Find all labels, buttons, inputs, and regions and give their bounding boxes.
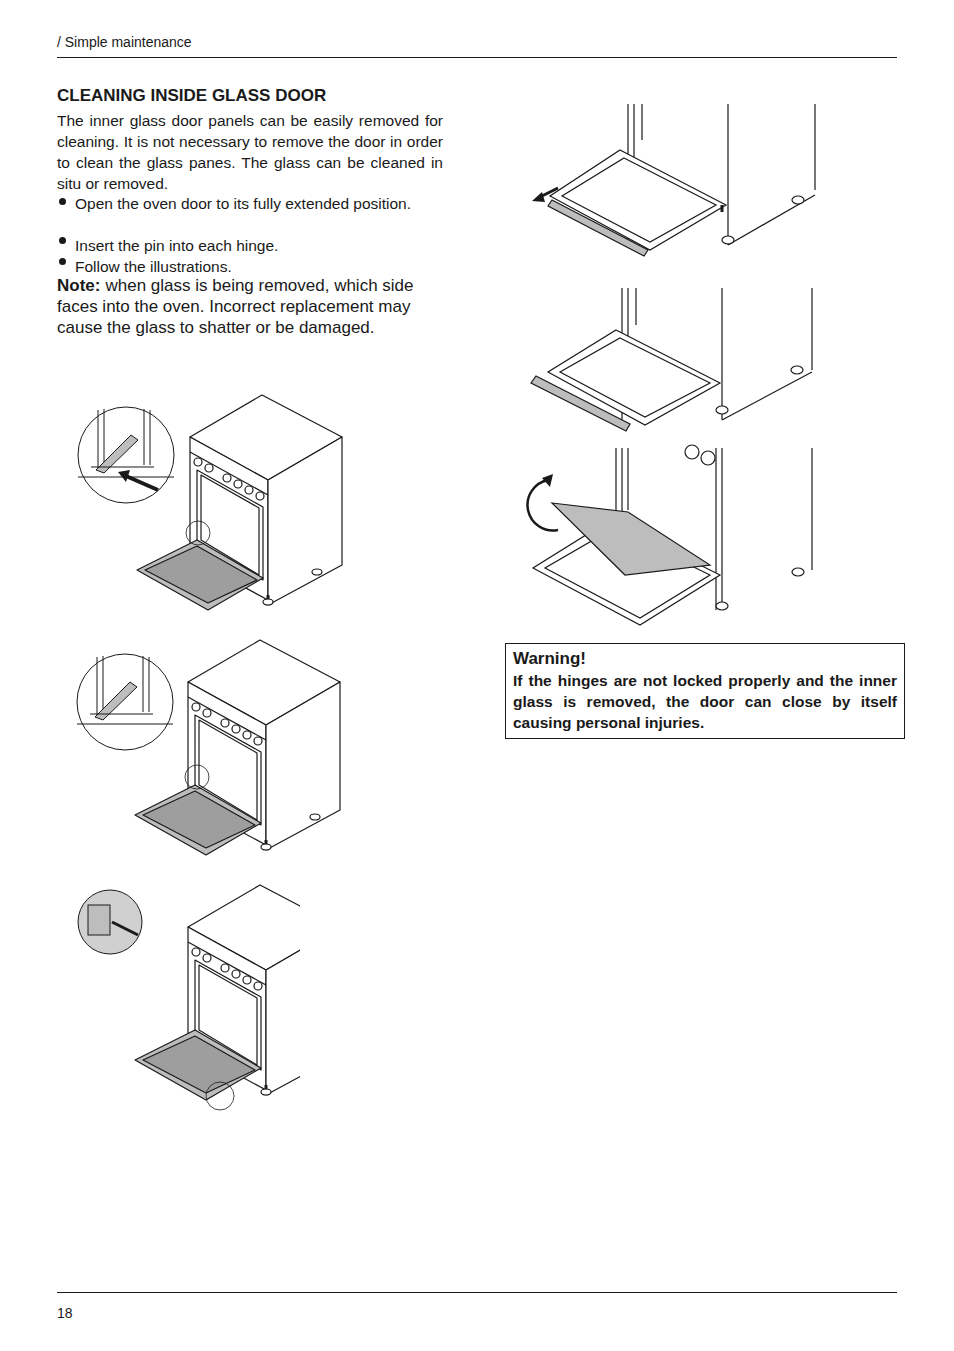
running-header: / Simple maintenance [57, 33, 192, 51]
section-title: CLEANING INSIDE GLASS DOOR [57, 85, 326, 106]
bullet-item: Follow the illustrations. [75, 256, 443, 277]
warning-box: Warning!If the hinges are not locked pro… [505, 643, 905, 739]
body-paragraph: The inner glass door panels can be easil… [57, 110, 443, 194]
bullet-dot [59, 258, 66, 265]
warning-heading: Warning! [513, 648, 897, 670]
warning-text: If the hinges are not locked properly an… [513, 670, 897, 733]
bullet-dot [59, 237, 66, 244]
note-block: Note:when glass is being removed, which … [57, 275, 443, 338]
page-number: 18 [57, 1304, 73, 1322]
note-text: when glass is being removed, which side … [57, 276, 414, 337]
bullet-item: Insert the pin into each hinge. [75, 235, 443, 256]
bullet-dot [59, 198, 66, 205]
bullet-item: Open the oven door to its fully extended… [75, 193, 443, 214]
note-label: Note: [57, 276, 100, 295]
